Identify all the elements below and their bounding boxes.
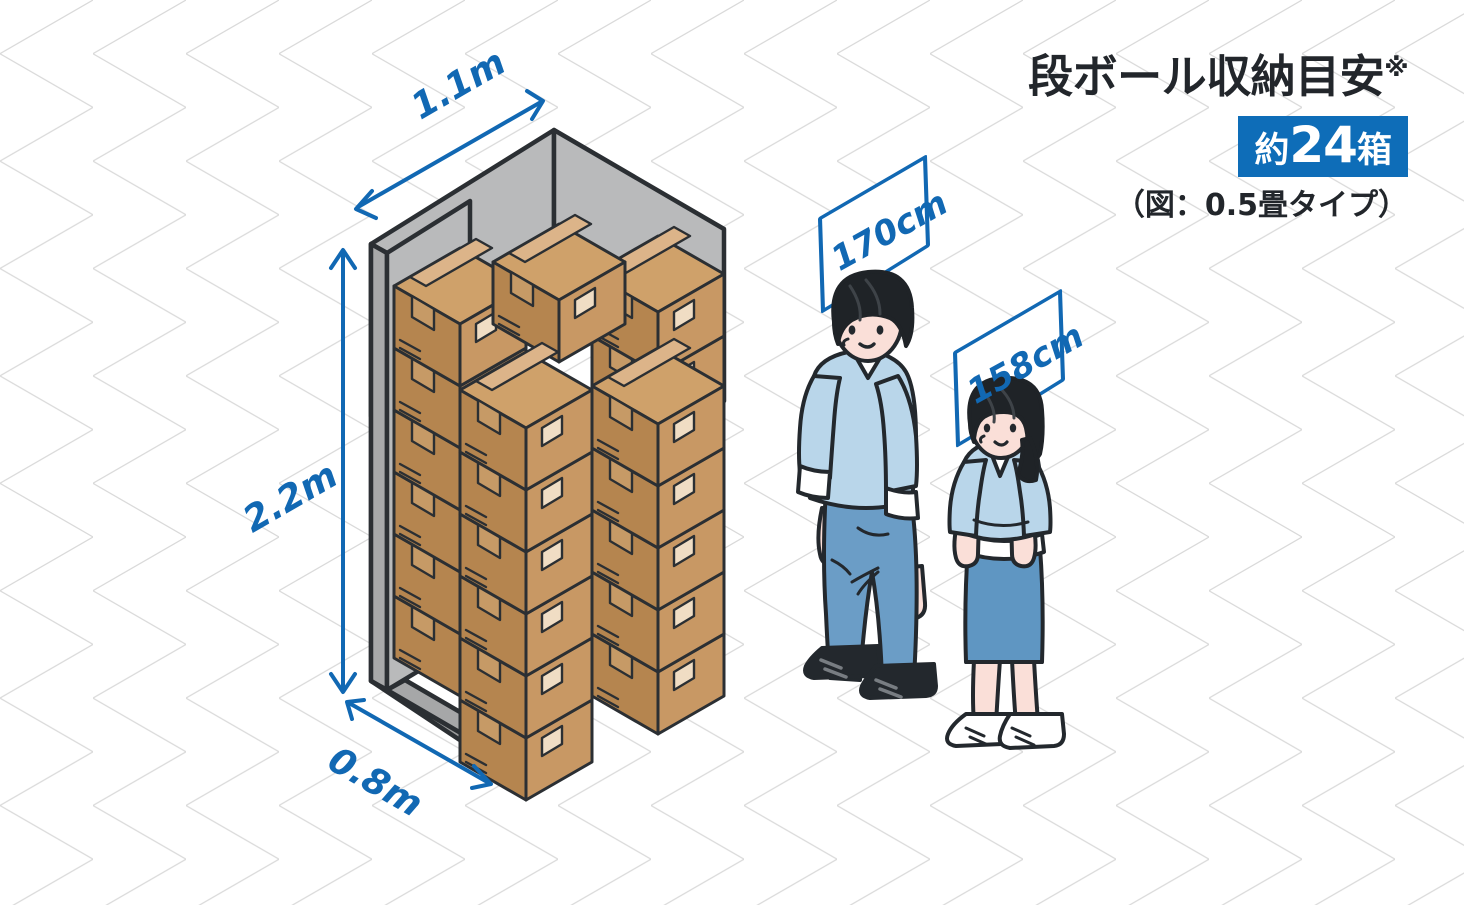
badge-number: 24 [1289, 116, 1358, 174]
header-subtitle: （図：0.5畳タイプ） [1114, 188, 1408, 223]
asterisk-note-icon: ※ [1384, 53, 1408, 82]
badge-suffix: 箱 [1356, 131, 1392, 171]
page-title-text: 段ボール収納目安 [1028, 50, 1385, 103]
arrow-height [329, 248, 357, 694]
person-woman [945, 375, 1066, 750]
box-column-front-center [458, 341, 594, 802]
arrow-depth [345, 698, 493, 790]
box-column-front-right [590, 337, 726, 736]
header-block: 段ボール収納目安※ 約24箱 （図：0.5畳タイプ） [1028, 54, 1408, 221]
person-man [796, 269, 938, 700]
badge-prefix: 約 [1254, 131, 1290, 171]
dimension-arrows [329, 89, 545, 790]
page-title: 段ボール収納目安※ [1028, 54, 1408, 99]
status-badge: 約24箱 [1238, 116, 1408, 177]
arrow-width [354, 89, 545, 220]
